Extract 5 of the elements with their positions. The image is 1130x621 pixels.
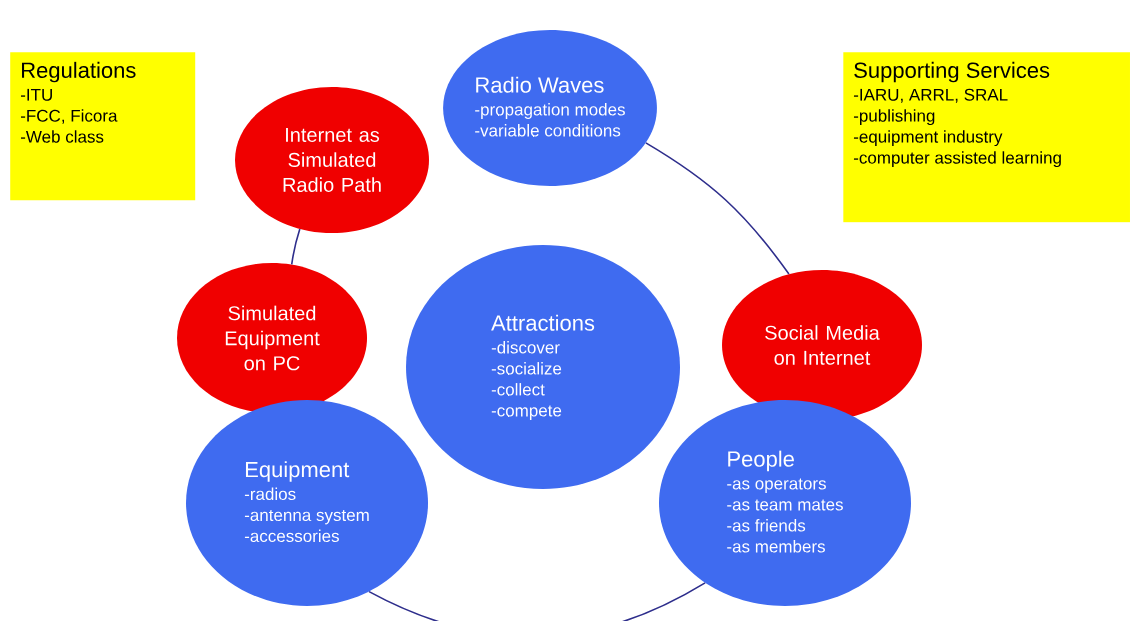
note-box: Regulations -ITU -FCC, Ficora -Web class (10, 52, 196, 201)
connector-line (290, 228, 301, 266)
connector-line (645, 142, 790, 275)
connector-line (368, 582, 706, 621)
note-box: Supporting Services -IARU, ARRL, SRAL -publishing -equipment industry -computer assisted learning (843, 52, 1130, 223)
